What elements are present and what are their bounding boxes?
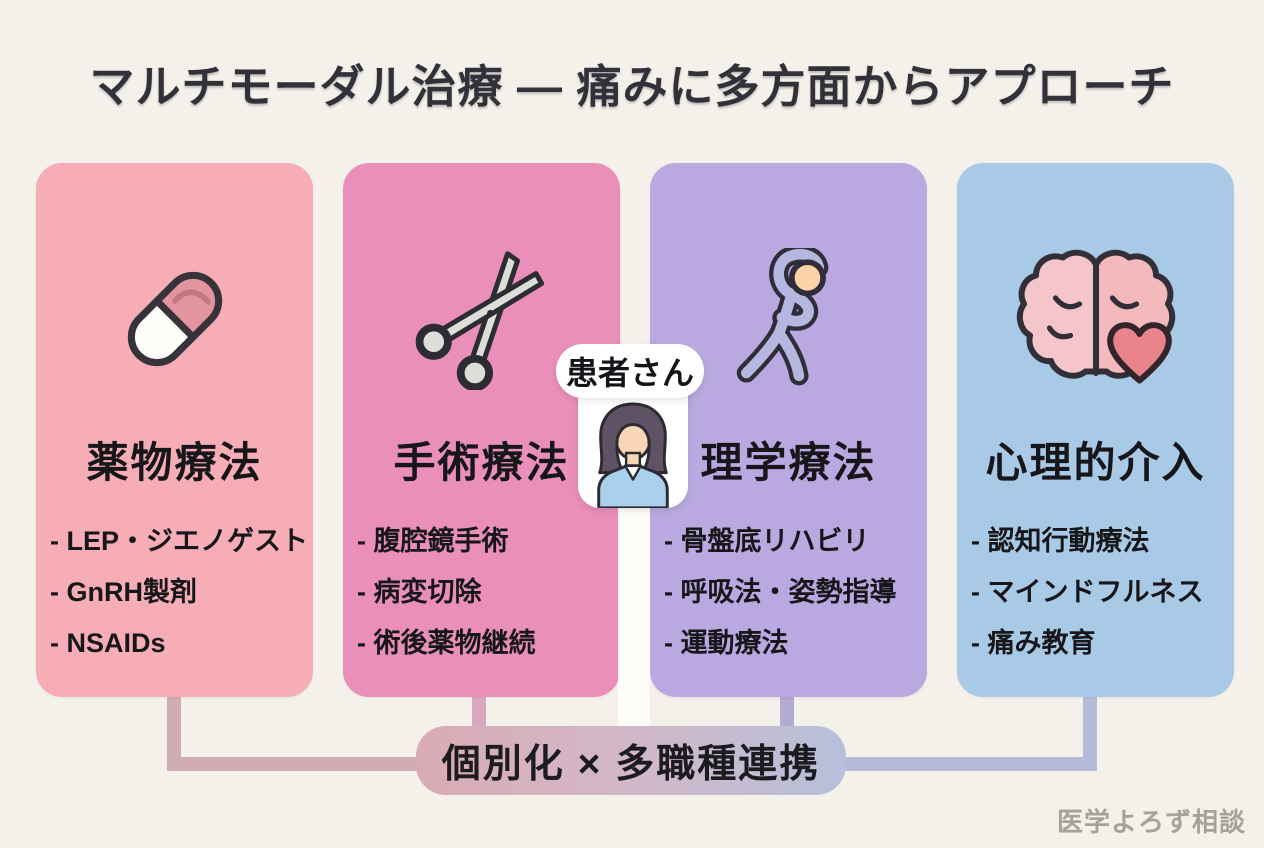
connector-card3-vertical (780, 694, 794, 736)
brain-heart-icon (957, 247, 1234, 391)
list-item: - 骨盤底リハビリ (664, 526, 870, 556)
patient-label: 患者さん (556, 344, 704, 398)
card-physical-therapy: 理学療法 - 骨盤底リハビリ - 呼吸法・姿勢指導 - 運動療法 (650, 163, 927, 697)
connector-card4-vertical (1083, 694, 1097, 771)
scissors-icon (343, 247, 620, 391)
card-psychological-intervention: 心理的介入 - 認知行動療法 - マインドフルネス - 痛み教育 (957, 163, 1234, 697)
list-item: - 病変切除 (357, 577, 482, 607)
card-list-drug-therapy: - LEP・ジエノゲスト - GnRH製剤 - NSAIDs (36, 516, 313, 669)
list-item: - 腹腔鏡手術 (357, 526, 509, 556)
card-surgical-therapy: 手術療法 - 腹腔鏡手術 - 病変切除 - 術後薬物継続 (343, 163, 620, 697)
card-title-surgical-therapy: 手術療法 (393, 439, 570, 486)
integration-label: 個別化 × 多職種連携 (441, 742, 821, 786)
list-item: - LEP・ジエノゲスト (50, 526, 309, 556)
card-list-psychological-intervention: - 認知行動療法 - マインドフルネス - 痛み教育 (957, 516, 1234, 669)
list-item: - マインドフルネス (971, 577, 1204, 607)
connector-card1-vertical (167, 694, 181, 771)
card-title-psychological-intervention: 心理的介入 (985, 439, 1206, 486)
list-item: - 痛み教育 (971, 628, 1096, 658)
list-item: - 術後薬物継続 (357, 628, 536, 658)
list-item: - 呼吸法・姿勢指導 (664, 577, 897, 607)
connector-card4-horizontal (838, 757, 1097, 771)
card-title-physical-therapy: 理学療法 (700, 439, 877, 486)
patient-bubble-stem (618, 498, 650, 730)
list-item: - 認知行動療法 (971, 526, 1150, 556)
list-item: - NSAIDs (50, 628, 166, 658)
list-item: - GnRH製剤 (50, 577, 197, 607)
pill-icon (36, 247, 313, 391)
watermark: 医学よろず相談 (1056, 807, 1246, 837)
connector-card2-vertical (472, 694, 486, 736)
page-title: マルチモーダル治療 — 痛みに多方面からアプローチ (89, 61, 1175, 112)
card-drug-therapy: 薬物療法 - LEP・ジエノゲスト - GnRH製剤 - NSAIDs (36, 163, 313, 697)
integration-box: 個別化 × 多職種連携 (416, 726, 846, 795)
card-list-physical-therapy: - 骨盤底リハビリ - 呼吸法・姿勢指導 - 運動療法 (650, 516, 927, 669)
card-list-surgical-therapy: - 腹腔鏡手術 - 病変切除 - 術後薬物継続 (343, 516, 620, 669)
connector-card1-horizontal (167, 757, 427, 771)
stretching-person-icon (650, 247, 927, 391)
patient-avatar (578, 384, 688, 508)
card-title-drug-therapy: 薬物療法 (86, 439, 263, 486)
list-item: - 運動療法 (664, 628, 789, 658)
